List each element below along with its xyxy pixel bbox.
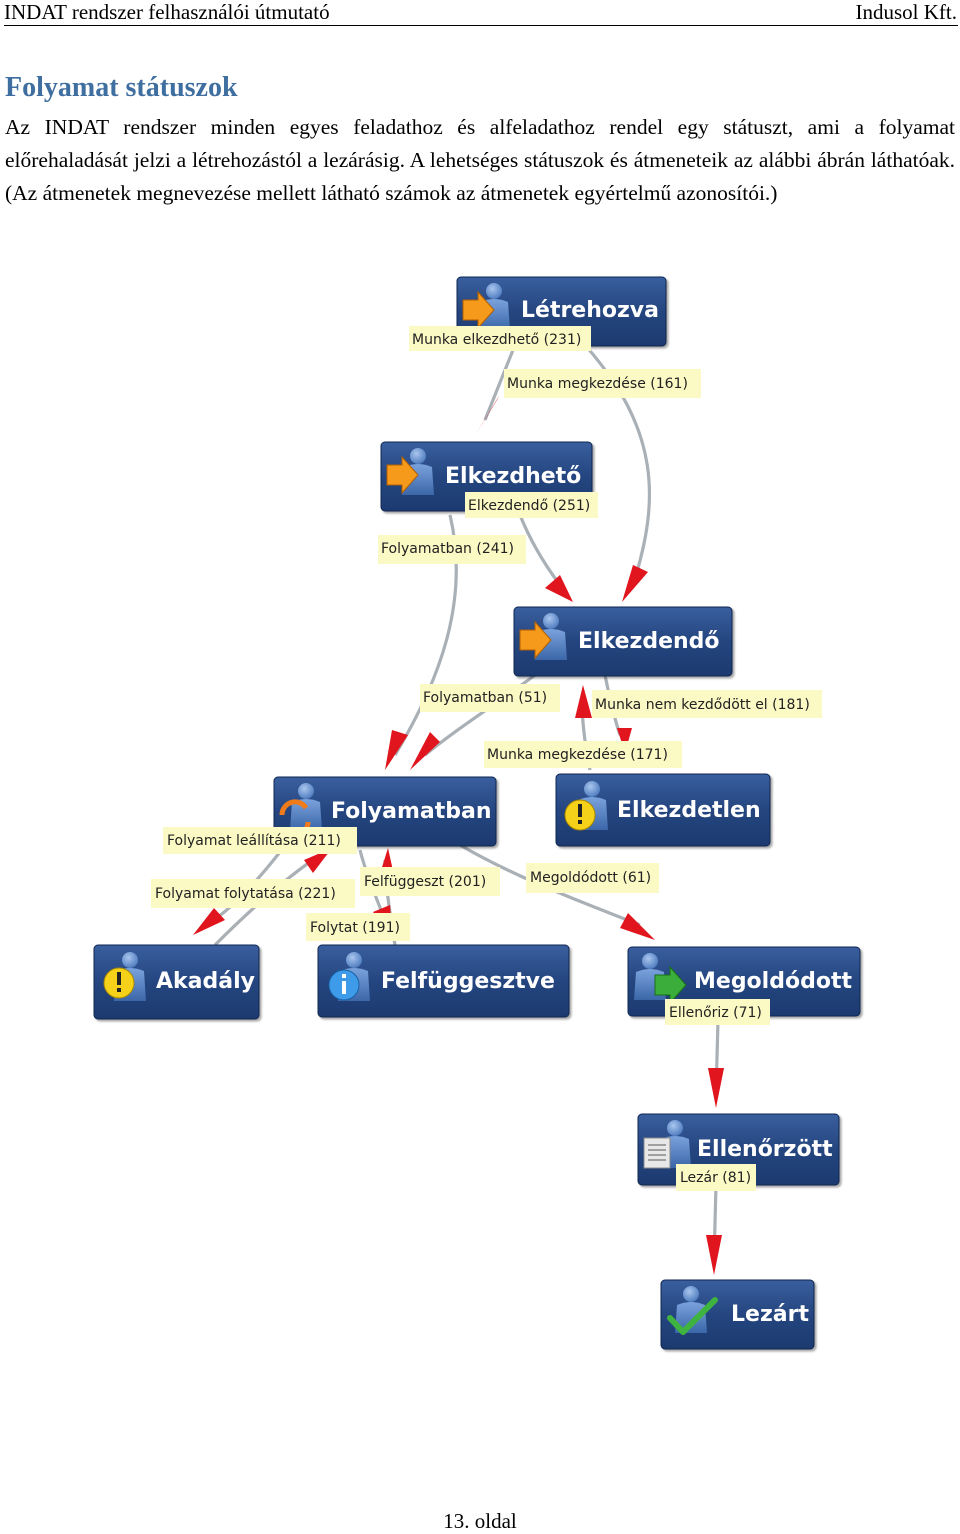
- transition-171: Munka megkezdése (171): [484, 741, 682, 768]
- refresh-person-icon: [279, 783, 322, 838]
- state-label-letrehozva: Létrehozva: [521, 298, 659, 323]
- svg-text:Munka nem kezdődött el (181): Munka nem kezdődött el (181): [595, 697, 810, 713]
- arrowhead-51: [410, 732, 440, 770]
- svg-text:Munka megkezdése (171): Munka megkezdése (171): [487, 747, 668, 763]
- arrowhead-211: [193, 908, 225, 935]
- state-akadaly: Akadály: [93, 944, 260, 1020]
- state-label-folyamatban: Folyamatban: [331, 799, 492, 824]
- svg-text:Folyamat leállítása (211): Folyamat leállítása (211): [167, 833, 341, 849]
- svg-text:Folyamatban (241): Folyamatban (241): [381, 541, 514, 557]
- arrowhead-221: [304, 848, 332, 873]
- arrowhead-171: [575, 685, 592, 718]
- transition-51: Folyamatban (51): [420, 684, 560, 712]
- info-person-icon: [328, 952, 370, 1001]
- state-label-elkezdetlen: Elkezdetlen: [617, 798, 761, 823]
- arrowhead-241: [385, 730, 408, 770]
- state-megoldodott: Megoldódott: [627, 946, 861, 1017]
- warning-person-icon: [103, 952, 146, 1001]
- arrowhead-251: [545, 575, 573, 602]
- transition-81: Lezár (81): [676, 1164, 756, 1191]
- transition-201: Felfüggeszt (201): [360, 867, 500, 896]
- svg-text:Folyamatban (51): Folyamatban (51): [423, 690, 547, 706]
- transition-251: Elkezdendő (251): [465, 492, 598, 518]
- green-arrow-person-icon: [634, 953, 687, 1005]
- state-felfuggesztve: Felfüggesztve: [317, 944, 570, 1018]
- svg-text:Folytat (191): Folytat (191): [310, 920, 400, 936]
- transition-241: Folyamatban (241): [378, 535, 526, 564]
- transition-191: Folytat (191): [306, 913, 410, 941]
- state-label-elkezdheto: Elkezdhető: [445, 464, 581, 489]
- svg-text:Lezár (81): Lezár (81): [680, 1170, 751, 1186]
- transition-labels: Munka elkezdhető (231) Munka megkezdése …: [151, 326, 822, 1191]
- transition-211: Folyamat leállítása (211): [163, 827, 357, 854]
- svg-text:Megoldódott (61): Megoldódott (61): [530, 870, 651, 886]
- state-label-akadaly: Akadály: [156, 969, 255, 994]
- page-number: 13. oldal: [443, 1509, 517, 1533]
- state-label-elkezdendo: Elkezdendő: [578, 629, 720, 654]
- arrowheads: [193, 396, 724, 1275]
- transition-181: Munka nem kezdődött el (181): [592, 690, 822, 718]
- state-elkezdetlen: Elkezdetlen: [555, 773, 771, 847]
- header-company-name: Indusol Kft.: [855, 0, 958, 24]
- transition-231: Munka elkezdhető (231): [409, 326, 591, 351]
- arrowhead-71: [708, 1068, 724, 1108]
- svg-text:Ellenőriz (71): Ellenőriz (71): [669, 1005, 762, 1021]
- header-rule: [4, 25, 958, 26]
- arrow-person-icon: [519, 613, 567, 660]
- intro-paragraph: Az INDAT rendszer minden egyes feladatho…: [5, 115, 955, 205]
- checkmark-person-icon: [667, 1286, 718, 1335]
- svg-text:Munka megkezdése (161): Munka megkezdése (161): [507, 376, 688, 392]
- warning-person-icon: [564, 781, 608, 831]
- header-document-title: INDAT rendszer felhasználói útmutató: [4, 0, 330, 24]
- state-label-lezart: Lezárt: [731, 1302, 809, 1327]
- section-title: Folyamat státuszok: [5, 72, 238, 103]
- arrowhead-231: [476, 396, 499, 434]
- transition-61: Megoldódott (61): [526, 863, 659, 893]
- svg-text:Munka elkezdhető (231): Munka elkezdhető (231): [412, 332, 581, 348]
- edge-231: [483, 344, 517, 421]
- svg-text:Felfüggeszt (201): Felfüggeszt (201): [364, 874, 486, 890]
- state-lezart: Lezárt: [660, 1279, 815, 1350]
- document-person-icon: [643, 1120, 691, 1169]
- transition-221: Folyamat folytatása (221): [151, 879, 355, 908]
- transition-71: Ellenőriz (71): [665, 999, 770, 1025]
- svg-text:Folyamat folytatása (221): Folyamat folytatása (221): [155, 886, 336, 902]
- state-label-ellenorzott: Ellenőrzött: [697, 1137, 833, 1162]
- state-label-felfuggesztve: Felfüggesztve: [381, 969, 555, 994]
- arrowhead-81: [706, 1235, 722, 1275]
- state-elkezdendo: Elkezdendő: [513, 606, 733, 677]
- arrow-person-icon: [386, 448, 434, 495]
- arrow-person-icon: [462, 283, 510, 330]
- edge-251: [518, 514, 562, 586]
- svg-text:Elkezdendő (251): Elkezdendő (251): [468, 498, 590, 514]
- transition-161: Munka megkezdése (161): [504, 369, 701, 398]
- arrowhead-181: [617, 728, 632, 753]
- arrowhead-161: [622, 565, 648, 602]
- state-label-megoldodott: Megoldódott: [694, 969, 852, 994]
- arrowhead-61: [620, 913, 655, 940]
